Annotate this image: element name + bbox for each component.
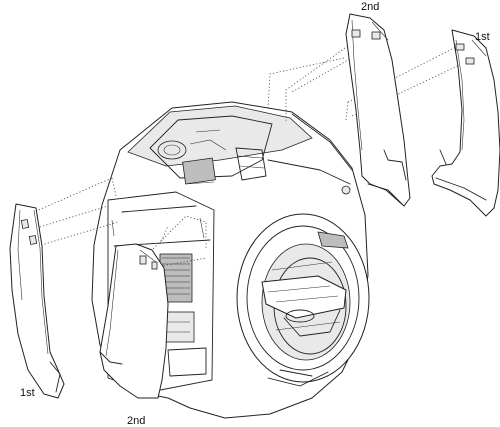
logo-badge: [341, 185, 351, 195]
label-front-panel-left-second: 2nd: [127, 415, 145, 427]
gantry-control-pod: [317, 231, 349, 249]
rear-panel-right-second: [345, 13, 411, 207]
label-front-panel-left-first: 1st: [20, 387, 35, 399]
front-panel-left-second: [99, 243, 169, 399]
label-rear-panel-right-first: 1st: [475, 31, 490, 43]
front-panel-left-first: [9, 203, 65, 399]
top-electronics: [157, 129, 267, 185]
label-rear-panel-right-second: 2nd: [361, 1, 379, 13]
scanner-bore: [236, 213, 370, 387]
rear-panel-right-first: [431, 29, 500, 217]
